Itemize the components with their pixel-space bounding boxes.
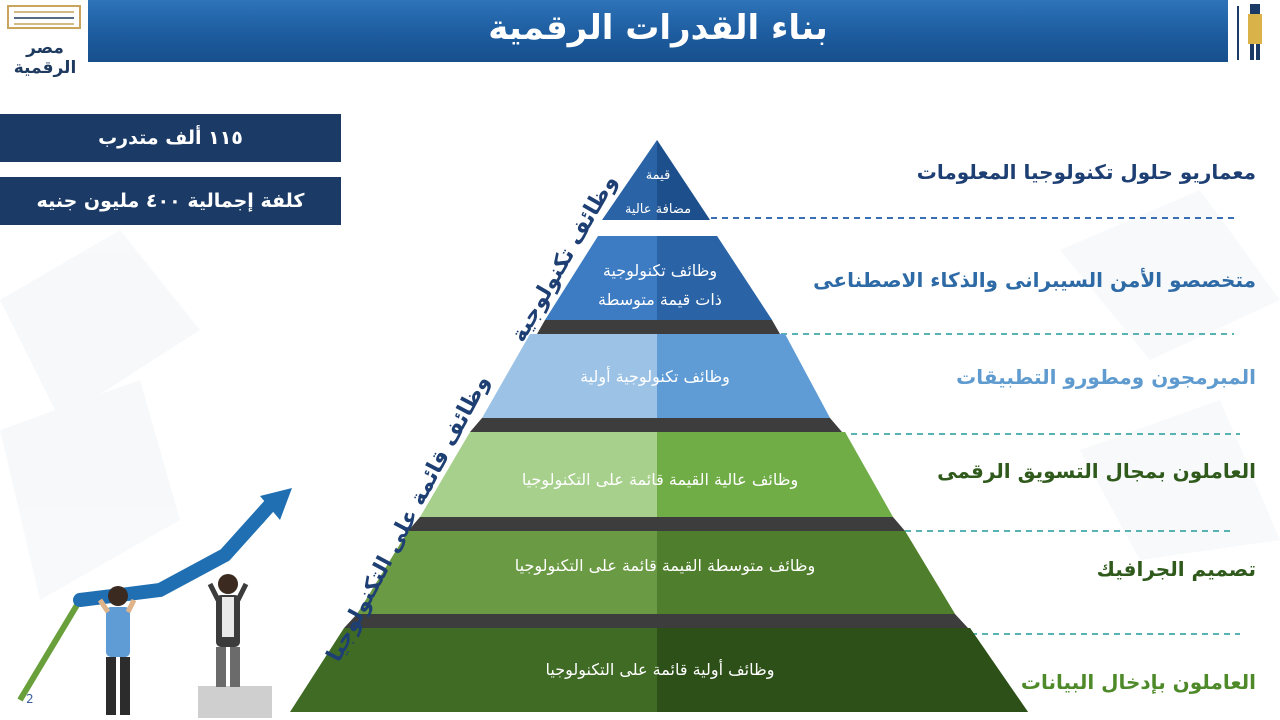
page-title: بناء القدرات الرقمية [488, 8, 828, 48]
pyramid-level-3-text: وظائف تكنولوجية أولية [580, 367, 730, 386]
pyramid-level-4-text: وظائف عالية القيمة قائمة على التكنولوجيا [521, 470, 799, 489]
pyramid-level-2-line2: ذات قيمة متوسطة [598, 290, 722, 309]
stat-total-cost: كلفة إجمالية ٤٠٠ مليون جنيه [0, 177, 341, 225]
role-label: تصميم الجرافيك [1096, 557, 1256, 581]
pyramid-level-5-text: وظائف متوسطة القيمة قائمة على التكنولوجي… [514, 556, 816, 575]
role-label: العاملون بمجال التسويق الرقمى [937, 459, 1256, 483]
pyramid-level-1-line2: مضافة عالية [624, 202, 692, 217]
pyramid-level-6-text: وظائف أولية قائمة على التكنولوجيا [545, 660, 775, 679]
role-label: معماريو حلول تكنولوجيا المعلومات [916, 160, 1256, 184]
stat-trainees: ١١٥ ألف متدرب [0, 114, 341, 162]
title-bar: بناء القدرات الرقمية [88, 0, 1228, 62]
digital-egypt-logo: مصر الرقمية [0, 0, 88, 78]
logo-text: مصر الرقمية [13, 38, 77, 78]
level-separator [537, 320, 780, 334]
person-lifting-icon [198, 574, 272, 718]
level-separator [344, 614, 968, 628]
level-separator [470, 418, 842, 432]
role-label: العاملون بإدخال البيانات [1020, 670, 1256, 694]
background-polygons [0, 190, 1280, 600]
role-label: المبرمجون ومطورو التطبيقات [956, 365, 1256, 389]
person-lifting-icon [97, 586, 137, 715]
role-label: متخصصو الأمن السيبرانى والذكاء الاصطناعى [813, 268, 1256, 292]
pharaoh-icon [1228, 0, 1280, 62]
logo-emblem-icon [7, 5, 81, 29]
pyramid-level-1-line1: قيمة [645, 168, 671, 183]
level-separator [408, 517, 905, 531]
pyramid-level-2-line1: وظائف تكنولوجية [602, 261, 718, 280]
page-number: 2 [26, 692, 34, 706]
